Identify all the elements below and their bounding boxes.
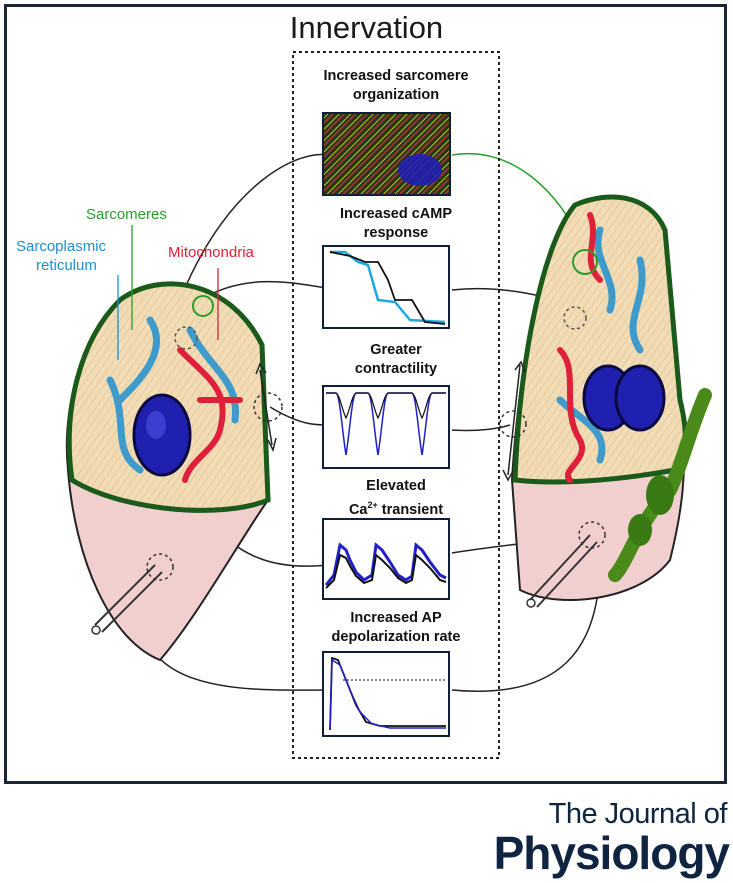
- panel-title-contractility: Greater contractility: [296, 341, 496, 379]
- transient-text: transient: [377, 501, 444, 518]
- panel-title-line: contractility: [354, 361, 438, 377]
- contractility-plot: [322, 385, 450, 469]
- panel-title-sarcomere: Increased sarcomere organization: [296, 67, 496, 105]
- figure-title: Innervation: [289, 10, 444, 45]
- label-leaders: [117, 225, 219, 360]
- panel-title-camp: Increased cAMP response: [296, 205, 496, 243]
- right-cardiomyocyte: [499, 194, 712, 608]
- panel-title-line: Ca2+ transient: [296, 496, 496, 520]
- panel-title-line: response: [363, 225, 429, 241]
- panel-title-calcium: Elevated Ca2+ transient: [296, 477, 496, 520]
- nucleus-right-2: [614, 364, 666, 432]
- calcium-plot: [322, 518, 450, 600]
- results-box: [292, 51, 500, 759]
- panel-title-line: Greater: [370, 342, 422, 358]
- ap-plot: [322, 651, 450, 737]
- panel-title-line: Elevated: [366, 478, 426, 494]
- left-cardiomyocyte: [65, 281, 283, 662]
- label-sarcomeres: Sarcomeres: [86, 206, 167, 223]
- panel-title-line: organization: [352, 87, 440, 103]
- label-mitochondria: Mitochondria: [168, 244, 254, 261]
- ca-superscript: 2+: [367, 500, 378, 510]
- panel-title-line: Increased sarcomere: [323, 68, 469, 84]
- camp-plot: [322, 245, 450, 329]
- journal-name-line2: Physiology: [493, 827, 730, 879]
- panel-title-line: depolarization rate: [331, 629, 461, 645]
- ca-text: Ca: [348, 501, 368, 518]
- label-sarcoplasmic: Sarcoplasmic: [16, 238, 107, 255]
- panel-title-line: Increased cAMP: [339, 206, 453, 222]
- panel-title-line: Increased AP: [350, 610, 442, 626]
- label-reticulum: reticulum: [36, 257, 97, 274]
- micrograph-image: [322, 112, 451, 196]
- panel-title-ap: Increased AP depolarization rate: [296, 609, 496, 647]
- journal-name-line1: The Journal of: [548, 798, 728, 830]
